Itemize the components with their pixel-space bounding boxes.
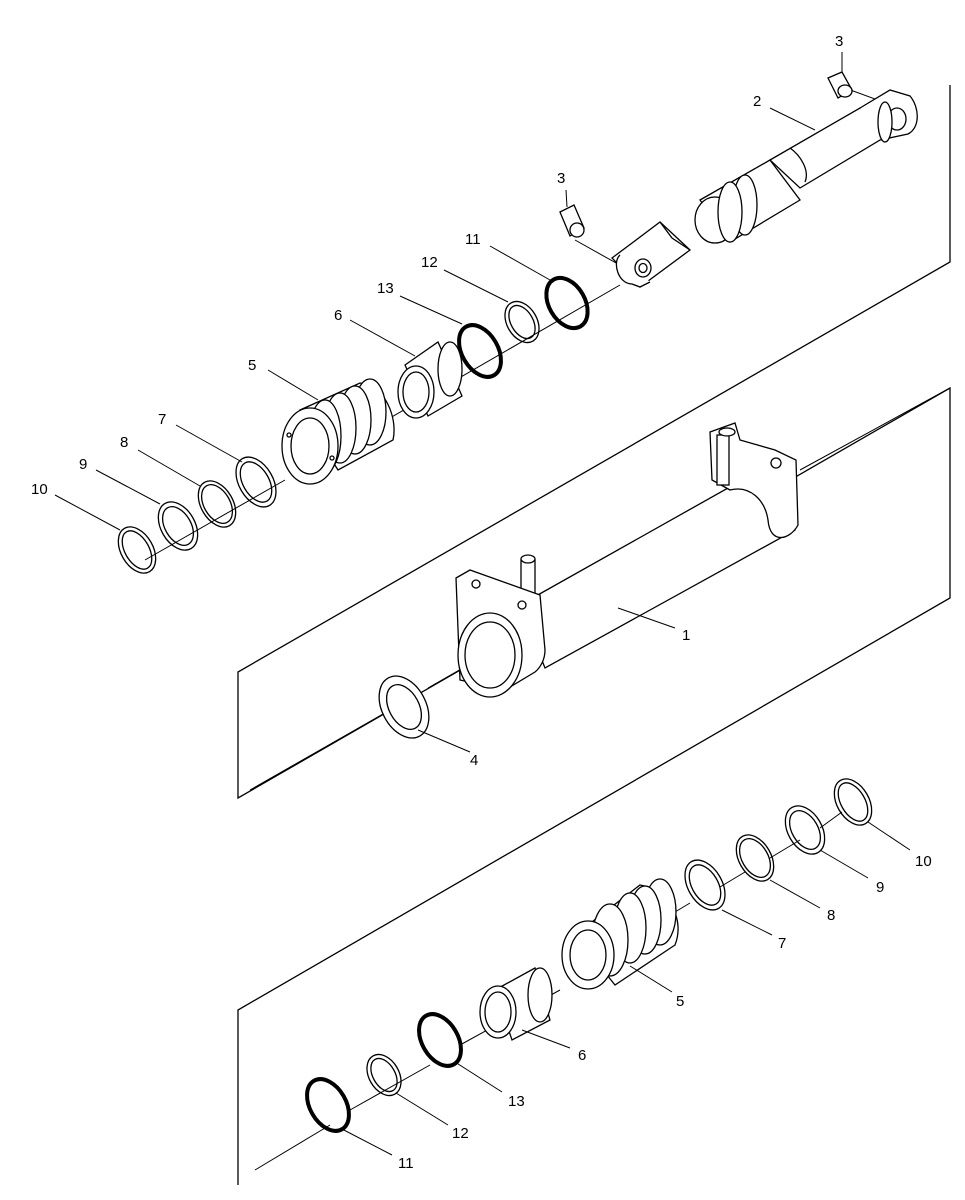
part-8-seal-top — [197, 480, 237, 528]
callout-2: 2 — [753, 93, 761, 110]
part-7-wiper-top — [235, 456, 277, 508]
callout-10-bottom: 10 — [915, 853, 932, 870]
part-7-wiper-bottom — [684, 859, 726, 911]
callout-7-bottom: 7 — [778, 935, 786, 952]
part-13-o-ring-top — [457, 323, 503, 379]
part-2-piston-rod — [611, 89, 918, 288]
callout-6-top: 6 — [334, 307, 342, 324]
callout-8-top: 8 — [120, 434, 128, 451]
part-6-bushing-top — [397, 341, 463, 419]
part-5-gland-bottom — [561, 878, 679, 990]
callout-8-bottom: 8 — [827, 907, 835, 924]
part-5-gland-top — [281, 378, 395, 485]
callout-3-middle: 3 — [557, 170, 565, 187]
part-9-backup-ring-top — [157, 501, 199, 551]
cylinder-tube-assembly — [249, 387, 951, 791]
gland-assembly — [254, 778, 911, 1171]
callout-6-bottom: 6 — [578, 1047, 586, 1064]
part-13-o-ring-bottom — [417, 1012, 463, 1068]
callout-13-top: 13 — [377, 280, 394, 297]
part-10-snap-ring-bottom — [833, 778, 873, 826]
part-1-cylinder-tube — [455, 422, 799, 698]
callout-3-top: 3 — [835, 33, 843, 50]
part-10-snap-ring-top — [117, 526, 157, 574]
callout-12-top: 12 — [421, 254, 438, 271]
part-4-wear-ring — [378, 675, 430, 739]
part-11-o-ring-top — [544, 275, 590, 331]
part-11-o-ring-bottom — [305, 1077, 351, 1133]
callout-1: 1 — [682, 627, 690, 644]
callout-11-top: 11 — [465, 231, 481, 248]
part-6-bushing-bottom — [479, 967, 553, 1041]
callout-10-top: 10 — [31, 481, 48, 498]
callout-7-top: 7 — [158, 411, 166, 428]
part-8-seal-bottom — [735, 834, 775, 882]
part-9-backup-ring-bottom — [784, 805, 826, 855]
part-3-bushing-top — [827, 71, 853, 99]
callout-labels: 3 2 3 11 12 13 6 5 7 8 9 10 1 4 10 9 8 7… — [31, 33, 932, 1172]
callout-9-top: 9 — [79, 456, 87, 473]
callout-12-bottom: 12 — [452, 1125, 469, 1142]
part-12-snap-ring-bottom — [366, 1053, 402, 1097]
part-3-bushing-middle — [559, 204, 585, 238]
callout-9-bottom: 9 — [876, 879, 884, 896]
callout-11-bottom: 11 — [398, 1155, 414, 1172]
callout-4: 4 — [470, 752, 478, 769]
callout-5-top: 5 — [248, 357, 256, 374]
part-12-snap-ring-top — [504, 300, 540, 344]
rod-assembly — [54, 52, 918, 574]
callout-13-bottom: 13 — [508, 1093, 525, 1110]
callout-5-bottom: 5 — [676, 993, 684, 1010]
